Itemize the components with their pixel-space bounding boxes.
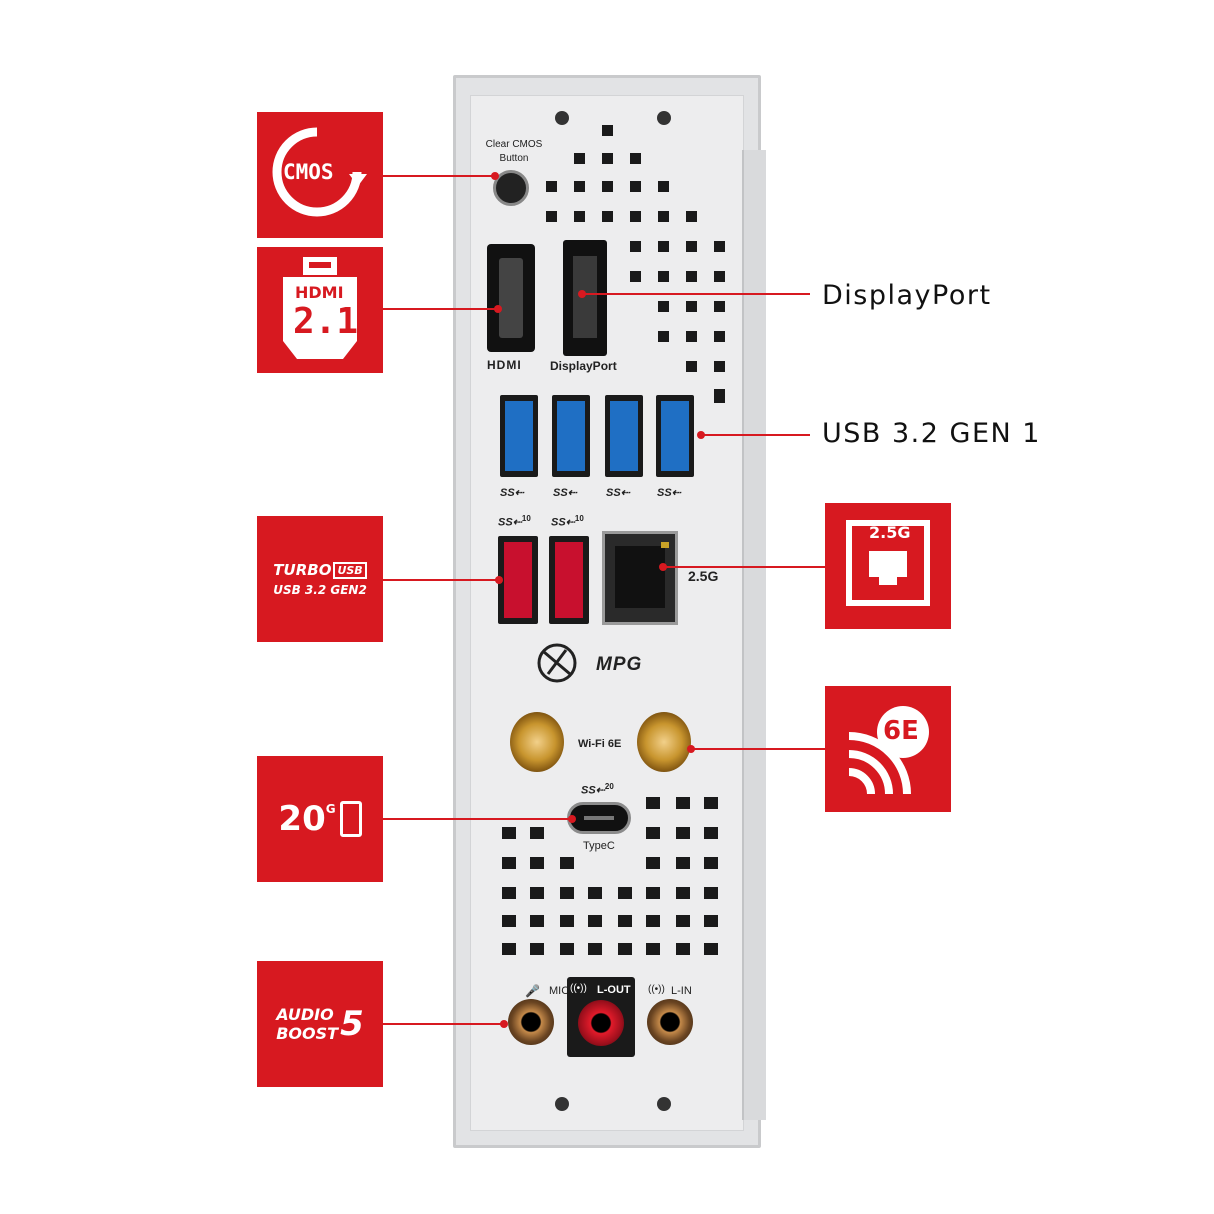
wifi-leader-dot	[687, 745, 695, 753]
usb-gen1-port[interactable]	[605, 395, 643, 477]
boost-label: BOOST	[276, 1024, 339, 1043]
turbo-usb-label: USB	[333, 561, 367, 579]
clear-cmos-button[interactable]	[493, 170, 529, 206]
wifi-6e-badge: 6E	[825, 686, 951, 812]
mic-in-jack[interactable]	[508, 999, 554, 1045]
typec-label: TypeC	[583, 840, 615, 852]
hdmi-badge-top: HDMI	[295, 283, 344, 302]
lan-port[interactable]	[602, 531, 678, 625]
screw-icon	[555, 111, 569, 125]
audio-boost-badge: AUDIO BOOST 5	[257, 961, 383, 1087]
usb-gen1-port[interactable]	[552, 395, 590, 477]
usb-gen1-callout: USB 3.2 GEN 1	[822, 418, 1041, 449]
io-shield-edge	[742, 150, 766, 1120]
superspeed-20-icon: SS⇠20	[581, 782, 614, 797]
top-vent-holes	[546, 125, 725, 403]
mpg-logo-text: MPG	[596, 654, 643, 675]
usb-20g-badge: 20 G	[257, 756, 383, 882]
usb-gen1-leader-dot	[697, 431, 705, 439]
speaker-icon: ((•))	[570, 983, 587, 994]
hdmi-21-badge: HDMI 2.1	[257, 247, 383, 373]
cmos-refresh-icon	[272, 127, 367, 217]
hdmi-leader-line	[383, 308, 497, 310]
turbo-label: TURBO	[273, 561, 332, 579]
screw-icon	[657, 111, 671, 125]
speed-g-label: G	[325, 802, 336, 816]
superspeed-10-icon: SS⇠10	[498, 514, 531, 529]
screw-icon	[555, 1097, 569, 1111]
hdmi-leader-dot	[494, 305, 502, 313]
turbo-usb-badge: TURBO USB USB 3.2 GEN2	[257, 516, 383, 642]
wifi-label: Wi-Fi 6E	[578, 738, 622, 750]
lan-badge-label: 2.5G	[869, 523, 911, 542]
speed-20-label: 20	[278, 799, 326, 839]
hdmi-badge-version: 2.1	[293, 301, 359, 342]
mic-icon: 🎤	[525, 984, 540, 998]
displayport-leader-dot	[578, 290, 586, 298]
wifi-badge-label: 6E	[883, 716, 919, 746]
lan-25g-badge: 2.5G	[825, 503, 951, 629]
l-in-label: L-IN	[671, 985, 692, 997]
lan-leader-dot	[659, 563, 667, 571]
turbo-gen-label: USB 3.2 GEN2	[273, 583, 367, 597]
turbo-leader-dot	[495, 576, 503, 584]
ethernet-port-icon	[846, 520, 930, 606]
superspeed-icon: SS⇠	[657, 487, 681, 499]
wifi-6e-icon	[848, 706, 929, 795]
audio-label: AUDIO	[276, 1005, 334, 1024]
usb-gen1-leader-line	[700, 434, 810, 436]
cmos-leader-dot	[491, 172, 499, 180]
wifi-leader-line	[690, 748, 825, 750]
usb-gen2-port[interactable]	[549, 536, 589, 624]
lan-leader-line	[662, 566, 825, 568]
mpg-dragon-logo	[537, 643, 577, 683]
displayport-port[interactable]	[563, 240, 607, 356]
superspeed-icon: SS⇠	[500, 487, 524, 499]
l-out-jack[interactable]	[578, 1000, 624, 1046]
superspeed-10-icon: SS⇠10	[551, 514, 584, 529]
usb20g-leader-dot	[568, 815, 576, 823]
usb-gen2-port[interactable]	[498, 536, 538, 624]
line-in-icon: ((•))	[648, 984, 665, 995]
wifi-antenna-connector[interactable]	[510, 712, 564, 772]
cmos-leader-line	[383, 175, 495, 177]
cmos-label: CMOS	[283, 160, 334, 184]
hdmi-plug-icon	[283, 257, 357, 359]
l-in-jack[interactable]	[647, 999, 693, 1045]
usb20g-leader-line	[383, 818, 571, 820]
lan-port-label: 2.5G	[688, 568, 719, 584]
superspeed-icon: SS⇠	[553, 487, 577, 499]
superspeed-icon: SS⇠	[606, 487, 630, 499]
boost-version: 5	[340, 1004, 364, 1044]
lower-vent-holes	[502, 797, 718, 955]
usb-gen1-port[interactable]	[500, 395, 538, 477]
clear-cmos-badge: CMOS	[257, 112, 383, 238]
l-out-label: L-OUT	[597, 984, 631, 996]
screw-icon	[657, 1097, 671, 1111]
wifi-antenna-connector[interactable]	[637, 712, 691, 772]
hdmi-port[interactable]	[487, 244, 535, 352]
displayport-leader-line	[581, 293, 810, 295]
displayport-port-label: DisplayPort	[550, 359, 617, 373]
turbo-leader-line	[383, 579, 498, 581]
usb-stick-icon	[339, 801, 362, 837]
audio-leader-line	[383, 1023, 503, 1025]
audio-leader-dot	[500, 1020, 508, 1028]
usb-gen1-port[interactable]	[656, 395, 694, 477]
hdmi-port-label: HDMI	[487, 358, 522, 372]
clear-cmos-label: Clear CMOS Button	[485, 139, 543, 164]
displayport-callout: DisplayPort	[822, 280, 992, 311]
